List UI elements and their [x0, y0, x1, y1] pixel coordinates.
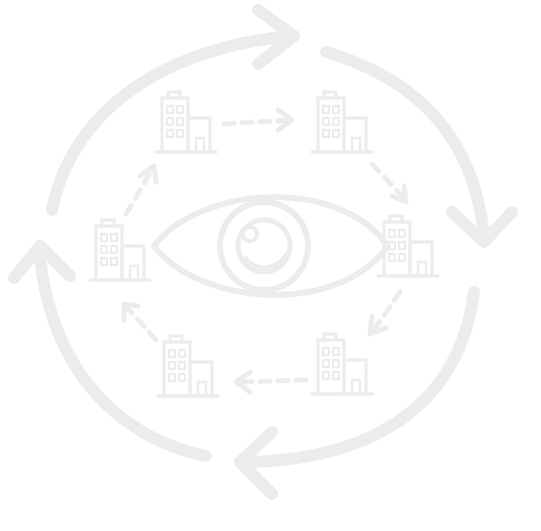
building-window [331, 128, 341, 139]
arrowhead-right-upper [389, 183, 409, 205]
building-annex [188, 360, 214, 398]
building-window [321, 128, 331, 139]
building-annex [408, 240, 434, 278]
arc-top-right [320, 46, 490, 244]
building-bottom-right [310, 332, 374, 396]
arc-bottom-right [238, 286, 480, 468]
building-top-right [310, 90, 374, 154]
pupil-smile [244, 252, 288, 270]
building-window [397, 252, 407, 263]
building-annex [186, 116, 212, 154]
building-window [109, 256, 119, 267]
arrowhead-left [8, 240, 76, 284]
building-window [331, 370, 341, 381]
building-window [109, 232, 119, 243]
building-window [321, 116, 331, 127]
building-window [99, 256, 109, 267]
building-roof [166, 90, 182, 100]
building-window [167, 372, 177, 383]
building-window [387, 252, 397, 263]
building-roof [168, 334, 184, 344]
building-window [331, 346, 341, 357]
building-door [350, 136, 362, 154]
arrowhead-top-inner [275, 107, 295, 133]
arrowhead-right-lower [367, 313, 389, 337]
building-window [387, 228, 397, 239]
building-window [175, 104, 185, 115]
building-window [397, 240, 407, 251]
building-window [165, 116, 175, 127]
dashed-arrow-top [221, 117, 293, 127]
building-door [350, 378, 362, 396]
building-roof [388, 214, 404, 224]
buildings-group [88, 90, 440, 398]
building-roof [322, 90, 338, 100]
inner-dashed-arrows [121, 107, 409, 395]
building-window [165, 128, 175, 139]
circular-arrows-icon [8, 4, 518, 500]
building-window [397, 228, 407, 239]
dashed-arrow-left-upper [123, 167, 155, 217]
building-door [416, 260, 428, 278]
building-window [321, 358, 331, 369]
arrowhead-top [252, 4, 300, 70]
building-window [109, 244, 119, 255]
building-door [194, 136, 206, 154]
building-door [196, 380, 208, 398]
arrowhead-right [446, 206, 518, 248]
building-window [99, 232, 109, 243]
dashed-arrow-left-lower [123, 303, 159, 343]
arc-bottom-left [34, 250, 212, 462]
building-window [177, 360, 187, 371]
building-annex [120, 244, 146, 282]
dashed-arrow-right-lower [371, 289, 403, 333]
building-window [331, 358, 341, 369]
building-door [128, 264, 140, 282]
arrowhead-left-upper [137, 163, 159, 185]
highlight [241, 225, 259, 243]
building-window [177, 348, 187, 359]
arrowhead-bottom-inner [233, 369, 253, 395]
eye-outline [151, 194, 391, 298]
building-roof [100, 218, 116, 228]
building-window [321, 346, 331, 357]
eye-icon [151, 194, 391, 298]
building-window [331, 116, 341, 127]
building-window [167, 360, 177, 371]
arrowhead-left-lower [121, 301, 141, 323]
building-window [331, 104, 341, 115]
building-top-left [154, 90, 218, 154]
building-window [99, 244, 109, 255]
building-window [175, 128, 185, 139]
building-roof [322, 332, 338, 342]
building-annex [342, 358, 368, 396]
building-window [177, 372, 187, 383]
dashed-arrow-right-upper [369, 161, 407, 201]
building-window [175, 116, 185, 127]
pupil [235, 217, 293, 275]
building-annex [342, 116, 368, 154]
building-window [165, 104, 175, 115]
arrowhead-bottom [234, 426, 278, 500]
building-right [376, 214, 440, 278]
building-window [167, 348, 177, 359]
building-window [387, 240, 397, 251]
arc-top-left [46, 30, 296, 216]
building-left [88, 218, 152, 282]
dashed-arrow-bottom [235, 377, 309, 385]
building-window [321, 370, 331, 381]
building-window [321, 104, 331, 115]
iris [217, 199, 311, 293]
building-bottom-left [156, 334, 220, 398]
